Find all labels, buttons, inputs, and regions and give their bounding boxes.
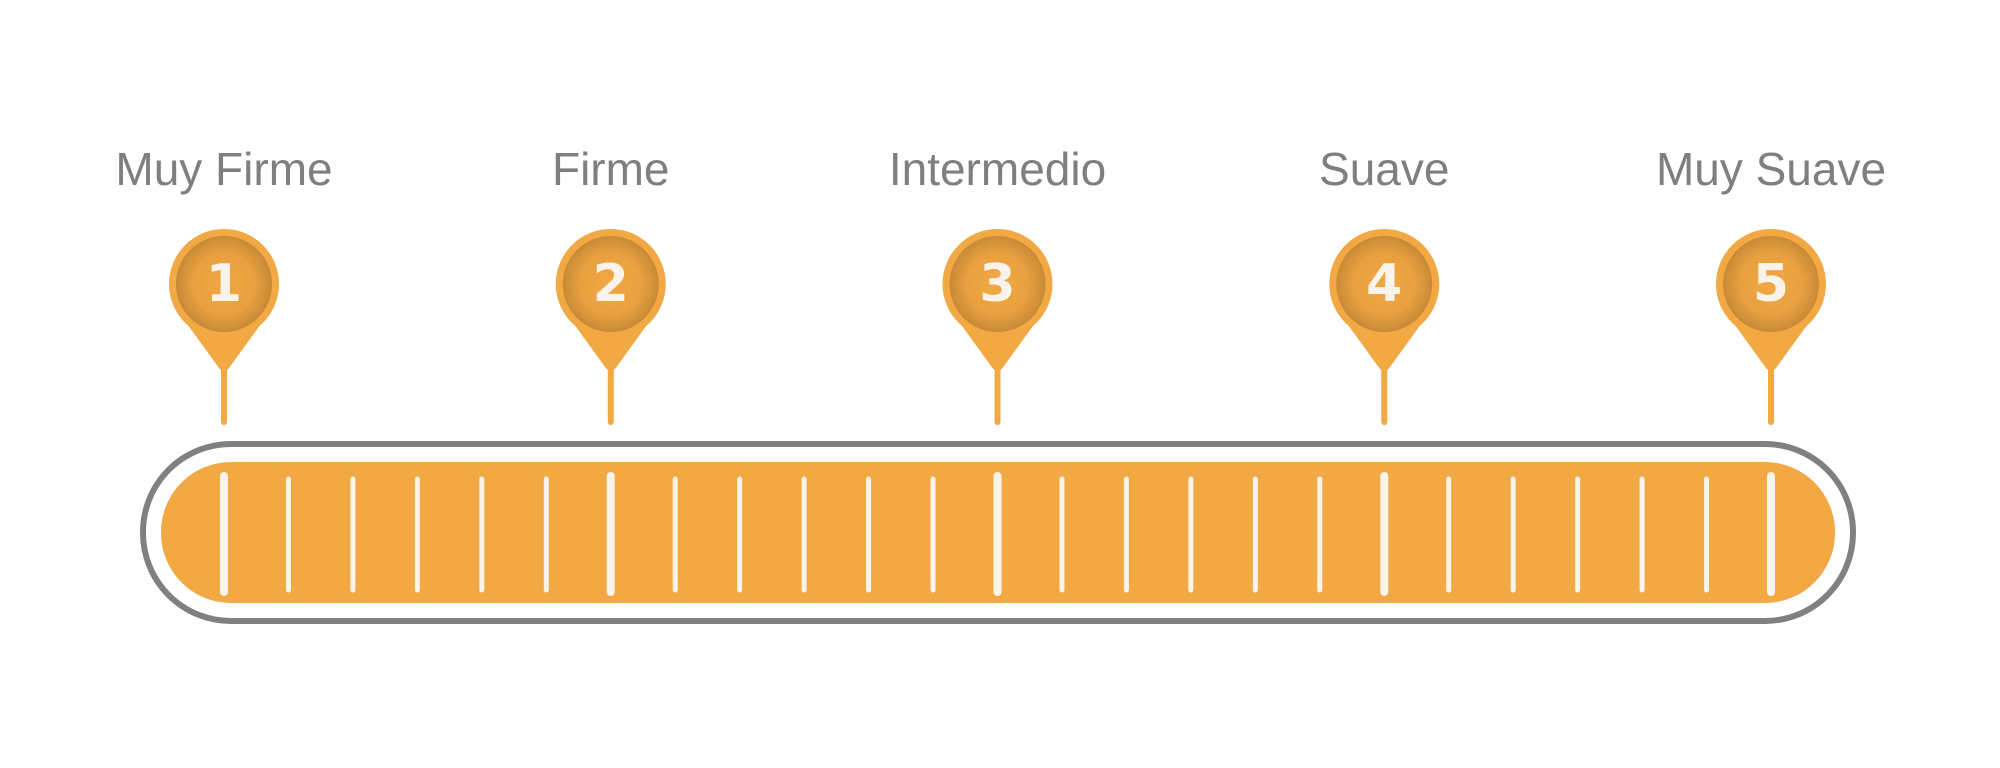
level-number: 4	[1366, 254, 1402, 314]
pin-badge	[949, 236, 1046, 332]
level-number: 5	[1753, 254, 1789, 314]
level-number: 3	[979, 254, 1015, 314]
scale-ticks	[220, 472, 1775, 596]
level-number: 2	[593, 254, 629, 314]
pin-badge	[562, 236, 659, 332]
level-label: Intermedio	[889, 143, 1106, 195]
level-marker-4: Suave 4	[1319, 143, 1449, 425]
level-marker-1: Muy Firme 1	[115, 143, 333, 425]
level-number: 1	[206, 254, 242, 314]
level-marker-5: Muy Suave 5	[1656, 143, 1886, 425]
pin-badge	[176, 236, 272, 332]
level-marker-3: Intermedio 3	[889, 143, 1106, 425]
level-label: Firme	[552, 143, 670, 195]
level-marker-2: Firme 2	[552, 143, 670, 425]
level-label: Muy Firme	[115, 143, 332, 195]
level-markers: Muy Firme 1 Firme 2 Intermedio 3 Suave 4 Muy Sua…	[115, 143, 1886, 425]
pin-badge	[1723, 236, 1819, 332]
level-label: Muy Suave	[1656, 143, 1886, 195]
pin-badge	[1336, 236, 1433, 332]
scale-outline	[140, 441, 1856, 624]
level-label: Suave	[1319, 143, 1449, 195]
